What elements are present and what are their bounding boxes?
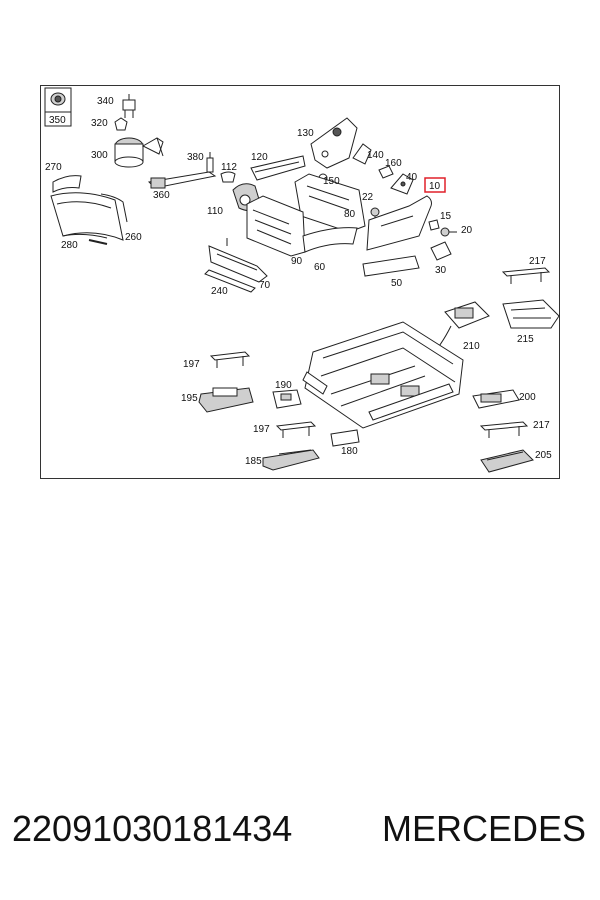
part-195-bracket (198, 387, 254, 413)
label-280: 280 (61, 240, 78, 251)
label-10: 10 (429, 181, 441, 192)
part-15-clip (428, 219, 440, 231)
brand-name: MERCEDES (381, 808, 586, 849)
part-10-panel (366, 195, 432, 251)
part-185-bracket (262, 449, 320, 471)
part-197-rail-lower (275, 421, 317, 438)
label-200: 200 (519, 392, 536, 403)
part-300-motor (114, 137, 164, 168)
label-90: 90 (291, 256, 303, 267)
label-300: 300 (91, 150, 108, 161)
part-50-trim (362, 255, 420, 277)
label-270: 270 (45, 162, 62, 173)
part-217-lower-rail (479, 421, 529, 438)
parts-diagram-frame: 340 320 300 350 380 112 120 130 140 160 … (40, 85, 560, 479)
part-130-bracket (310, 117, 358, 169)
label-195: 195 (181, 393, 198, 404)
label-240: 240 (211, 286, 228, 297)
label-60: 60 (314, 262, 326, 273)
label-360: 360 (153, 190, 170, 201)
part-320-pin (114, 117, 128, 131)
part-270-cover (52, 175, 82, 193)
label-180: 180 (341, 446, 358, 457)
label-185: 185 (245, 456, 262, 467)
part-360-cable (147, 171, 217, 189)
label-15: 15 (440, 211, 452, 222)
label-350: 350 (49, 115, 66, 126)
label-340: 340 (97, 96, 114, 107)
part-217-top-rail (501, 267, 551, 284)
part-112-sensor (220, 171, 236, 183)
label-210: 210 (463, 341, 480, 352)
seat-frame (302, 321, 464, 429)
label-20: 20 (461, 225, 473, 236)
part-190-block (272, 389, 302, 409)
part-40-bracket (390, 173, 414, 195)
label-217-lower: 217 (533, 420, 550, 431)
label-215: 215 (517, 334, 534, 345)
part-20-screw (440, 227, 457, 237)
part-280-260-backrest-shell (50, 192, 128, 245)
part-30-cap (430, 241, 452, 261)
label-110: 110 (207, 206, 223, 217)
part-380-connector (206, 152, 214, 173)
part-140-cover (352, 143, 372, 165)
label-160: 160 (385, 158, 402, 169)
part-215-housing (502, 299, 560, 329)
label-130: 130 (297, 128, 314, 139)
label-197-upper: 197 (183, 359, 200, 370)
part-160-clip (378, 165, 394, 179)
part-205-housing (480, 449, 534, 473)
label-140: 140 (367, 150, 384, 161)
part-340-clip (122, 94, 136, 118)
label-120: 120 (251, 152, 268, 163)
inset-box-350 (44, 87, 72, 127)
label-260: 260 (125, 232, 142, 243)
label-217-top: 217 (529, 256, 546, 267)
label-197-lower: 197 (253, 424, 270, 435)
part-180-block (330, 429, 360, 447)
seat-exploded-diagram: 340 320 300 350 380 112 120 130 140 160 … (44, 87, 560, 473)
label-50: 50 (391, 278, 403, 289)
part-200-bracket (472, 389, 520, 409)
label-150: 150 (323, 176, 340, 187)
label-112: 112 (221, 162, 237, 173)
part-60-cover (302, 227, 358, 253)
highlight-box (424, 177, 446, 193)
part-197-rail-upper (209, 351, 251, 368)
footer: 22091030181434 MERCEDES (0, 808, 600, 858)
part-80-cushion-side (294, 173, 366, 233)
part-number: 22091030181434 (12, 808, 293, 849)
label-30: 30 (435, 265, 447, 276)
label-22: 22 (362, 192, 374, 203)
label-380: 380 (187, 152, 204, 163)
label-320: 320 (91, 118, 108, 129)
label-40: 40 (406, 172, 418, 183)
label-80: 80 (344, 209, 356, 220)
label-205: 205 (535, 450, 552, 461)
label-190: 190 (275, 380, 292, 391)
part-120-rail (250, 155, 306, 181)
part-90-cushion-base (246, 195, 306, 257)
part-210-motor (444, 301, 490, 329)
part-240-70-rail (204, 238, 268, 293)
label-70: 70 (259, 280, 271, 291)
